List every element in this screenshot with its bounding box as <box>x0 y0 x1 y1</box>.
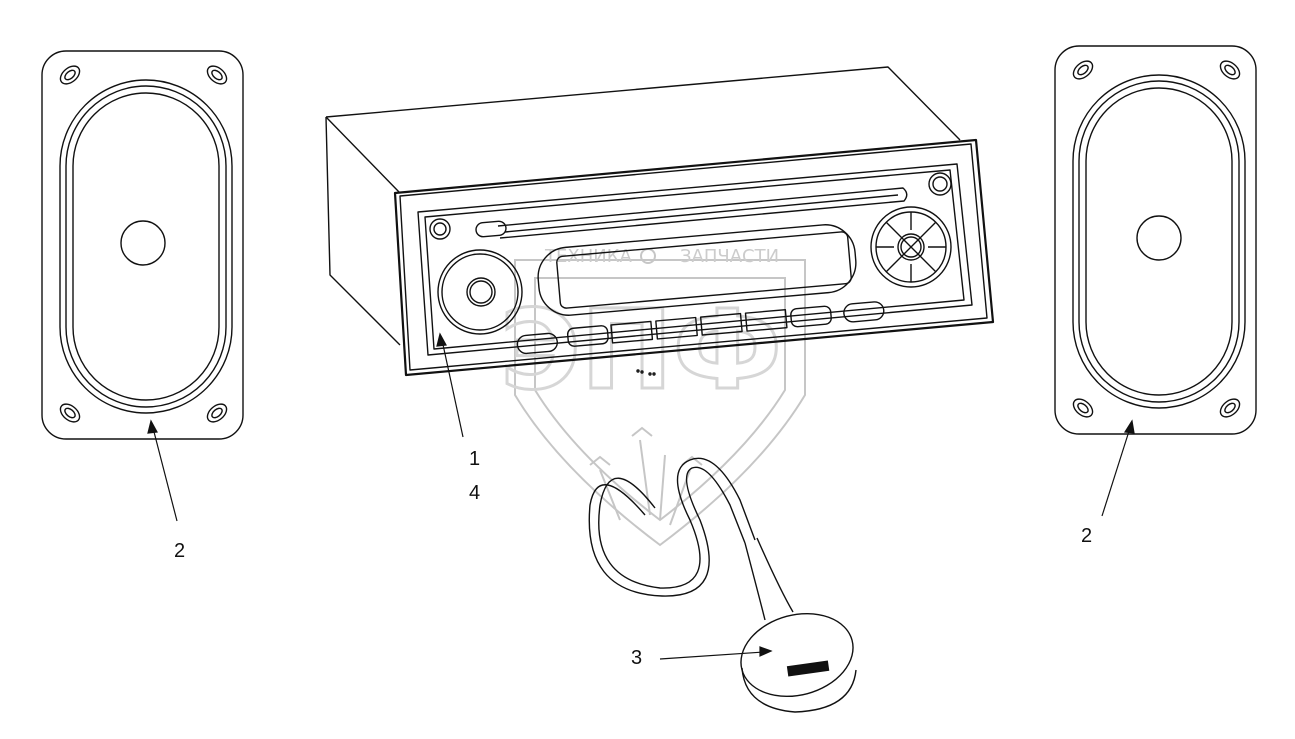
watermark-right-word: ЗАПЧАСТИ <box>680 246 779 267</box>
callout-4: 4 <box>469 482 481 504</box>
watermark-left-word: ТЕХНИКА <box>544 246 632 267</box>
callout-2-right: 2 <box>1081 525 1093 547</box>
microphone-icon <box>588 457 857 713</box>
callout-1: 1 <box>469 448 481 470</box>
speaker-left-icon <box>41 50 244 440</box>
radio-unit-icon <box>325 66 995 377</box>
callout-3: 3 <box>631 647 643 669</box>
leader-lines <box>147 332 1135 660</box>
watermark-logo-letters: ЭПФ <box>500 286 782 414</box>
callout-2-left: 2 <box>174 540 186 562</box>
speaker-right-icon <box>1054 45 1257 435</box>
watermark-logo: ТЕХНИКА ЗАПЧАСТИ ЭПФ <box>499 246 806 547</box>
